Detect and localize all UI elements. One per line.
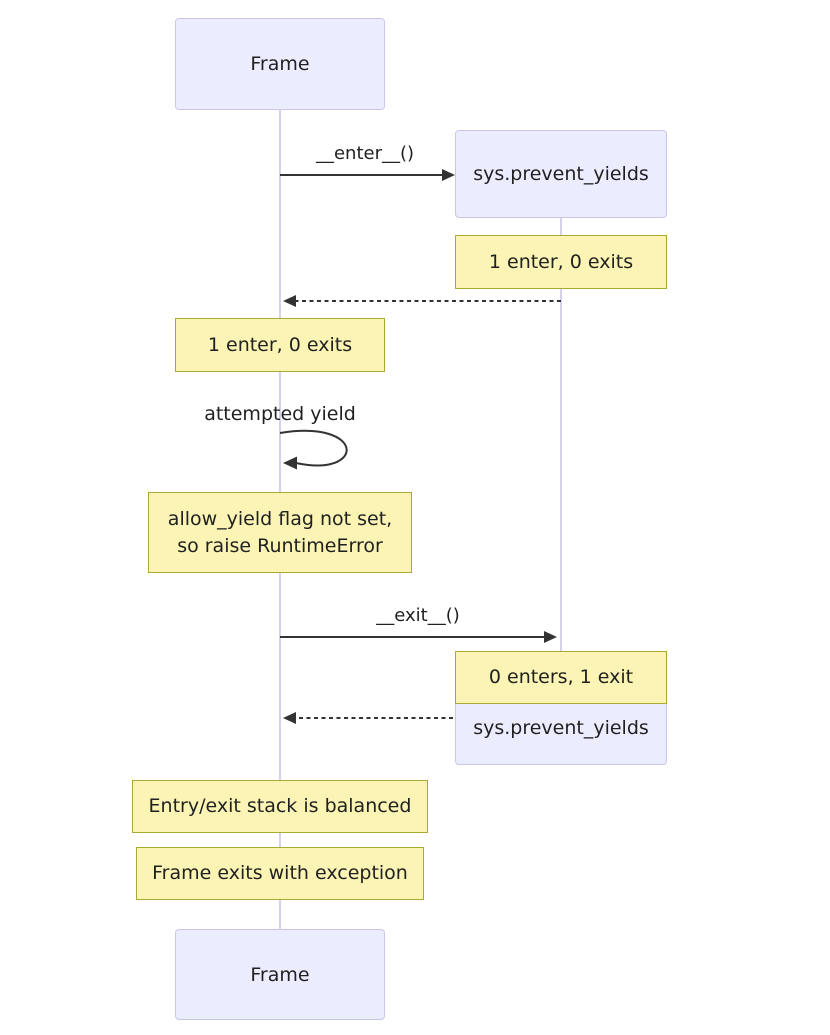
note-frame-enter: 1 enter, 0 exits (175, 318, 385, 372)
actor-frame-top-label: Frame (250, 53, 310, 75)
enter-return-arrowhead (283, 295, 296, 307)
self-loop-arc (279, 429, 348, 467)
note-sys-exit: 0 enters, 1 exit (455, 651, 667, 704)
actor-frame-bottom-label: Frame (250, 963, 310, 986)
self-loop-arrowhead (283, 456, 297, 470)
actor-sys-top-label: sys.prevent_yields (473, 163, 649, 185)
enter-message-label: __enter__() (315, 143, 415, 164)
note-frame-error: allow_yield flag not set, so raise Runti… (148, 492, 412, 573)
actor-frame-top: Frame (175, 18, 385, 110)
note-sys-enter: 1 enter, 0 exits (455, 235, 667, 289)
actor-sys-bottom-label: sys.prevent_yields (473, 716, 649, 739)
exit-return-arrowhead (283, 712, 296, 724)
exit-message-label: __exit__() (376, 605, 460, 626)
self-yield-message-label: attempted yield (204, 403, 356, 425)
enter-arrowhead (442, 169, 455, 181)
exit-arrowhead (544, 631, 557, 643)
actor-sys-top: sys.prevent_yields (455, 130, 667, 218)
actor-frame-bottom: Frame (175, 929, 385, 1020)
note-frame-exception: Frame exits with exception (136, 847, 424, 900)
note-frame-balanced: Entry/exit stack is balanced (132, 780, 428, 833)
